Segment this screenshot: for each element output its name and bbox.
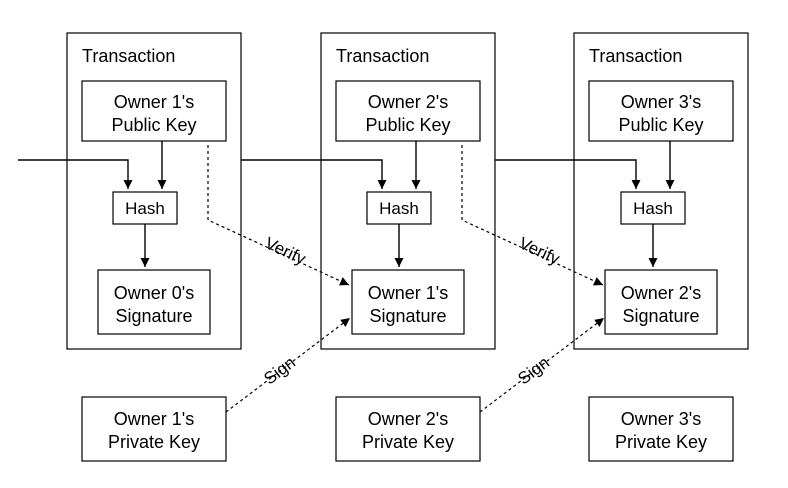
transaction-title: Transaction — [336, 46, 429, 66]
private-key-box — [335, 396, 481, 462]
signature-box — [97, 269, 211, 335]
sign-label-1: Sign — [260, 353, 299, 389]
sign-arrow-1 — [225, 317, 351, 413]
signature-owner: Owner 2's — [621, 283, 701, 303]
transaction-3: Transaction Owner 3's Public Key Hash Ow… — [573, 32, 749, 350]
verify-label-2: Verify — [516, 233, 563, 268]
public-key-owner: Owner 1's — [114, 92, 194, 112]
public-key-owner: Owner 2's — [368, 92, 448, 112]
chain-arrow-1-2 — [241, 159, 387, 189]
private-key-2: Owner 2's Private Key — [335, 396, 481, 462]
hash-box — [620, 191, 686, 225]
private-key-owner: Owner 3's — [621, 409, 701, 429]
verify-arrow-1 — [207, 145, 350, 286]
private-key-owner: Owner 2's — [368, 409, 448, 429]
signature-label: Signature — [369, 306, 446, 326]
public-key-box — [81, 80, 227, 142]
private-key-1: Owner 1's Private Key — [81, 396, 227, 462]
signature-label: Signature — [622, 306, 699, 326]
sign-arrow-2 — [479, 317, 605, 413]
transaction-title: Transaction — [589, 46, 682, 66]
signature-label: Signature — [115, 306, 192, 326]
sign-label-2: Sign — [514, 353, 553, 389]
private-key-box — [81, 396, 227, 462]
chain-arrow-2-3 — [495, 159, 641, 189]
signature-owner: Owner 1's — [368, 283, 448, 303]
private-key-3: Owner 3's Private Key — [588, 396, 734, 462]
hash-label: Hash — [379, 199, 419, 218]
public-key-label: Public Key — [618, 115, 703, 135]
transaction-1: Transaction Owner 1's Public Key Hash Ow… — [66, 32, 242, 350]
chain-arrow-in-1 — [18, 159, 133, 189]
private-key-label: Private Key — [362, 432, 454, 452]
private-key-box — [588, 396, 734, 462]
public-key-label: Public Key — [365, 115, 450, 135]
private-key-label: Private Key — [108, 432, 200, 452]
verify-label-1: Verify — [262, 233, 309, 268]
transaction-title: Transaction — [82, 46, 175, 66]
public-key-box — [335, 80, 481, 142]
signature-box — [604, 269, 718, 335]
hash-label: Hash — [125, 199, 165, 218]
public-key-box — [588, 80, 734, 142]
signature-box — [351, 269, 465, 335]
public-key-label: Public Key — [111, 115, 196, 135]
transaction-2: Transaction Owner 2's Public Key Hash Ow… — [320, 32, 496, 350]
private-key-owner: Owner 1's — [114, 409, 194, 429]
private-key-label: Private Key — [615, 432, 707, 452]
public-key-owner: Owner 3's — [621, 92, 701, 112]
hash-label: Hash — [633, 199, 673, 218]
signature-owner: Owner 0's — [114, 283, 194, 303]
verify-arrow-2 — [461, 145, 604, 286]
